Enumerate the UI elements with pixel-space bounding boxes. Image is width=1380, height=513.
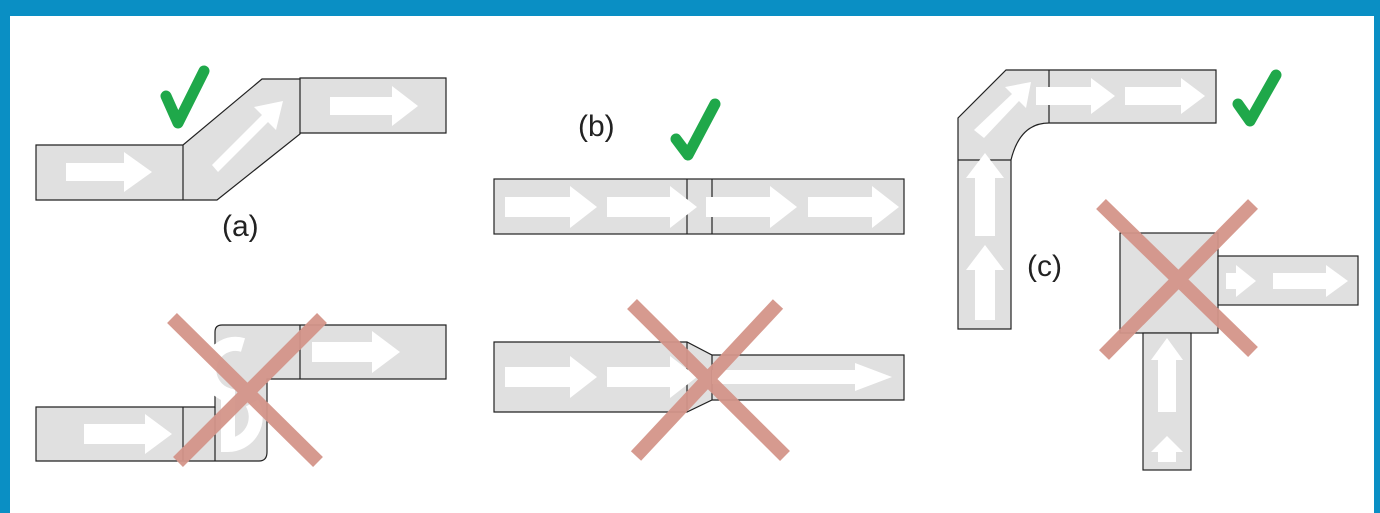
check-mark-icon: [670, 98, 721, 161]
cross-mark-icon: [1096, 198, 1258, 360]
flow-arrow: [607, 186, 697, 228]
turning-arrow: [202, 336, 263, 453]
panel-c-correct: (c): [957, 69, 1282, 330]
flow-arrow: [312, 331, 400, 373]
check-mark-icon: [160, 65, 210, 129]
flow-arrow: [505, 356, 597, 398]
panel-a-incorrect: [35, 313, 447, 467]
flow-arrow: [966, 153, 1004, 236]
flow-arrow: [1125, 78, 1205, 114]
flow-arrow: [974, 82, 1031, 138]
flow-arrow: [607, 356, 697, 398]
elbow-duct-c: [957, 69, 1217, 330]
flow-arrow: [712, 363, 892, 391]
flow-arrow: [330, 86, 418, 126]
panel-c-incorrect: [1096, 198, 1359, 471]
flow-arrow: [66, 152, 152, 192]
panel-a-correct: (a): [35, 65, 447, 243]
panel-b-correct: (b): [493, 98, 905, 235]
check-mark-icon: [1232, 69, 1282, 127]
flow-arrow: [84, 414, 172, 454]
flow-arrow: [1036, 78, 1115, 114]
flow-arrow: [706, 186, 797, 228]
flow-arrow: [1151, 338, 1183, 412]
flow-arrow: [212, 101, 283, 172]
label-b: (b): [578, 110, 615, 143]
flow-arrow: [1273, 265, 1348, 297]
label-c: (c): [1027, 250, 1062, 283]
flow-arrow: [1226, 265, 1256, 297]
cross-mark-icon: [627, 299, 790, 461]
panel-b-incorrect: [493, 299, 905, 461]
flow-arrow: [966, 245, 1004, 320]
flow-arrow: [505, 186, 597, 228]
cross-mark-icon: [167, 313, 327, 467]
label-a: (a): [222, 210, 259, 243]
flow-arrow: [808, 186, 899, 228]
flow-arrow: [1151, 436, 1183, 462]
